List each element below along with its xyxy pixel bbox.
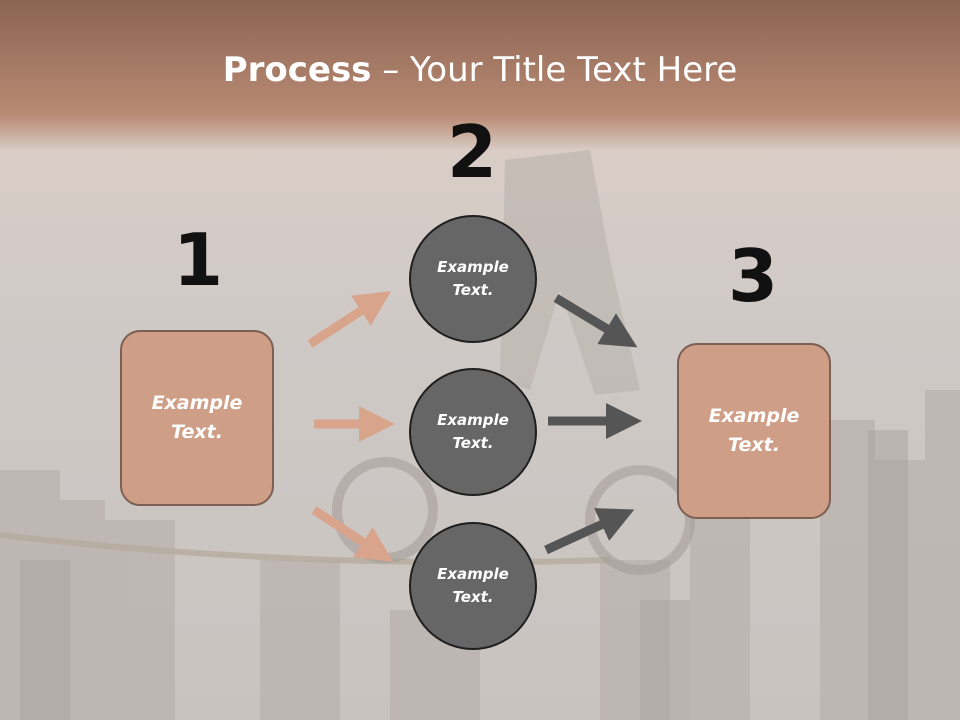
step-number-1: 1 [172,218,224,302]
title-rest: – Your Title Text Here [371,50,738,90]
arrow-top-to-3 [553,294,638,348]
slide-title: Process – Your Title Text Here [0,50,960,90]
circle-bottom: Example Text. [409,522,537,650]
circle-top: Example Text. [409,215,537,343]
circle-bottom-label: Example Text. [437,565,509,606]
circle-middle-label: Example Text. [437,411,509,452]
title-bold: Process [222,50,372,90]
step-3-box: Example Text. [677,343,831,519]
step-number-3: 3 [727,234,779,318]
arrow-1-to-bottom [311,506,394,562]
circle-middle: Example Text. [409,368,537,496]
arrow-1-to-top [307,291,392,348]
circle-top-label: Example Text. [437,258,509,299]
arrow-bottom-to-3 [544,508,635,555]
step-3-label: Example Text. [708,405,800,456]
step-1-label: Example Text. [151,392,243,443]
step-1-box: Example Text. [120,330,274,506]
step-number-2: 2 [446,110,498,194]
